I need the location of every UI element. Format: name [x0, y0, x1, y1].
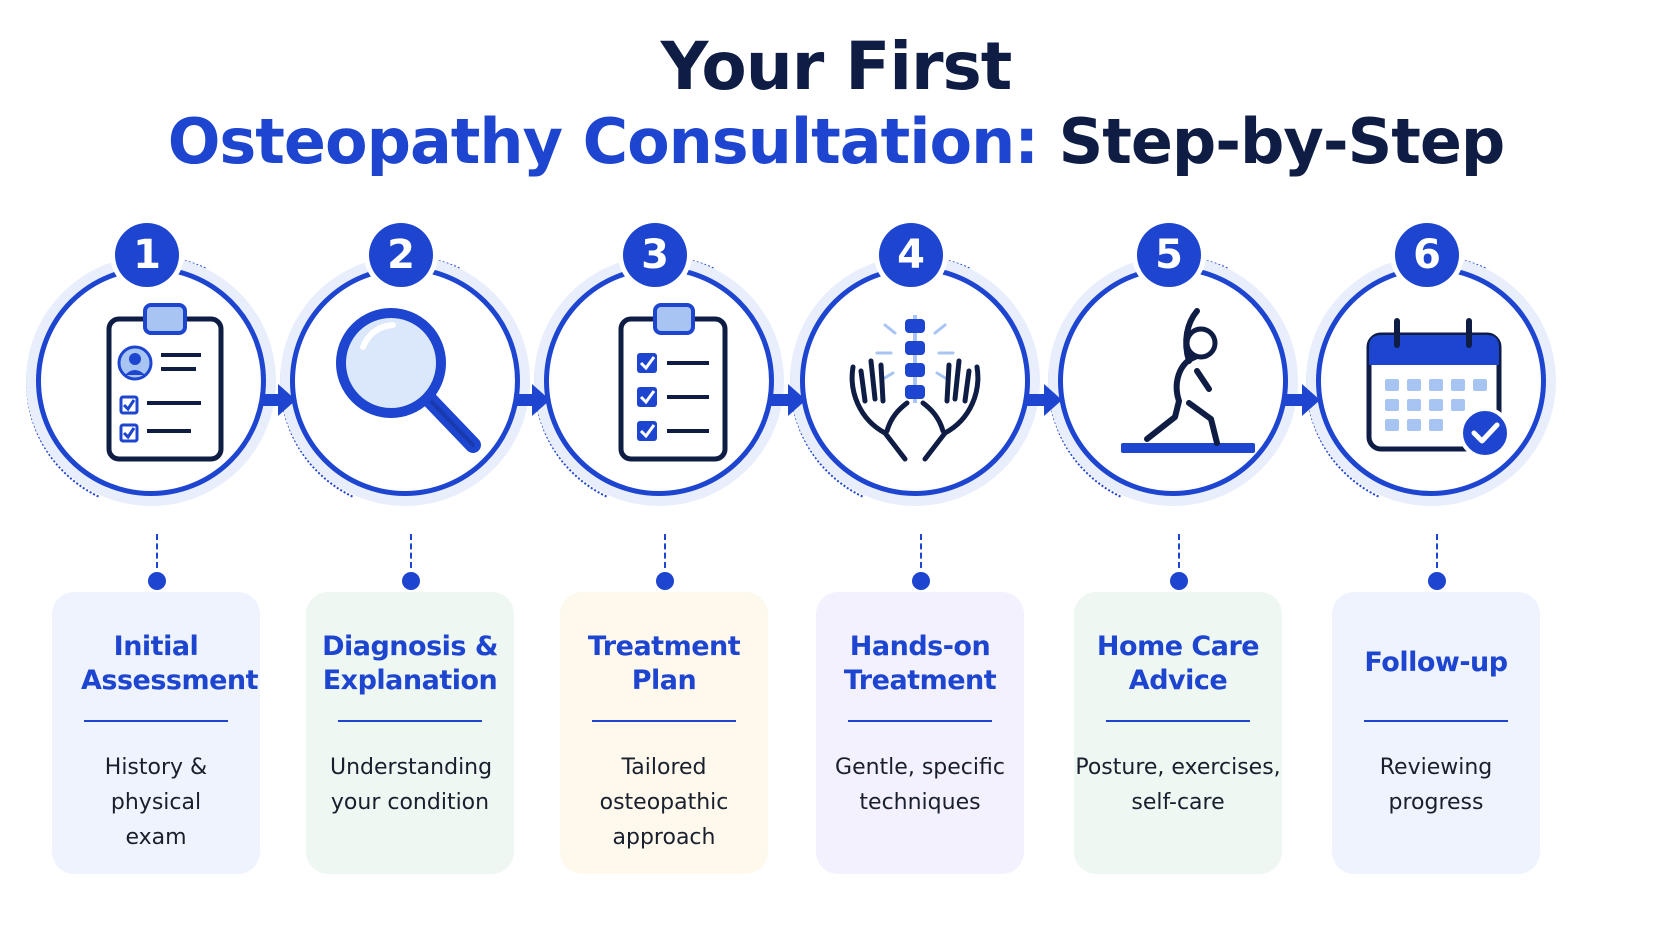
step-title: Hands-on Treatment	[843, 631, 997, 696]
step-title: Follow-up	[1364, 647, 1508, 678]
stretching-person-icon	[1121, 308, 1255, 453]
arrow-right-icon	[770, 384, 806, 416]
step-title: Home Care Advice	[1096, 631, 1260, 696]
step-5-circle	[1058, 266, 1288, 496]
hands-spine-icon	[849, 315, 981, 462]
step-1-circle	[36, 266, 266, 496]
card-divider	[84, 720, 228, 722]
connector-line	[156, 534, 158, 568]
card-divider	[592, 720, 736, 722]
arrow-right-icon	[1026, 384, 1062, 416]
magnifying-glass-icon	[336, 308, 481, 453]
step-description: Gentle, specific techniques	[835, 755, 1005, 815]
step-description: Posture, exercises, self-care	[1075, 755, 1281, 815]
step-3-circle	[544, 266, 774, 496]
arrow-right-icon	[514, 384, 550, 416]
step-4-number: 4	[879, 223, 943, 287]
step-5-card: Home Care Advice Posture, exercises, sel…	[1074, 592, 1282, 874]
calendar-check-icon	[1366, 318, 1511, 459]
connector-dot	[912, 572, 930, 590]
step-3-number: 3	[623, 223, 687, 287]
step-2-number: 2	[369, 223, 433, 287]
page-title-line1: Your First	[660, 28, 1013, 105]
step-6-circle	[1316, 266, 1546, 496]
card-divider	[1364, 720, 1508, 722]
step-description: Tailored osteopathic approach	[599, 755, 729, 850]
step-1-card: Initial Assessment History & physical ex…	[52, 592, 260, 874]
connector-line	[920, 534, 922, 568]
step-4-card: Hands-on Treatment Gentle, specific tech…	[816, 592, 1024, 874]
connector-dot	[1170, 572, 1188, 590]
connector-dot	[1428, 572, 1446, 590]
card-divider	[1106, 720, 1250, 722]
arrow-right-icon	[260, 384, 296, 416]
step-6-card: Follow-up Reviewing progress	[1332, 592, 1540, 874]
step-5-number: 5	[1137, 223, 1201, 287]
step-title: Treatment Plan	[587, 631, 741, 696]
connector-line	[664, 534, 666, 568]
connector-dot	[402, 572, 420, 590]
step-2-circle	[290, 266, 520, 496]
arrow-right-icon	[1284, 384, 1320, 416]
step-title: Initial Assessment	[81, 631, 259, 696]
step-description: Understanding your condition	[330, 755, 493, 815]
page-title-line2: Osteopathy Consultation: Step-by-Step	[0, 105, 1672, 178]
step-6-number: 6	[1395, 223, 1459, 287]
page-title-rest: Step-by-Step	[1038, 105, 1506, 178]
connector-line	[1178, 534, 1180, 568]
step-4-circle	[800, 266, 1030, 496]
step-description: History & physical exam	[104, 755, 208, 850]
checklist-icon	[618, 303, 728, 462]
step-title: Diagnosis & Explanation	[322, 631, 498, 696]
clipboard-checklist-icon	[106, 303, 224, 462]
connector-dot	[656, 572, 674, 590]
step-2-card: Diagnosis & Explanation Understanding yo…	[306, 592, 514, 874]
connector-dot	[148, 572, 166, 590]
card-divider	[848, 720, 992, 722]
step-description: Reviewing progress	[1379, 755, 1493, 815]
step-1-number: 1	[115, 223, 179, 287]
connector-line	[410, 534, 412, 568]
page-title-accent: Osteopathy Consultation:	[167, 105, 1039, 178]
step-3-card: Treatment Plan Tailored osteopathic appr…	[560, 592, 768, 874]
card-divider	[338, 720, 482, 722]
connector-line	[1436, 534, 1438, 568]
